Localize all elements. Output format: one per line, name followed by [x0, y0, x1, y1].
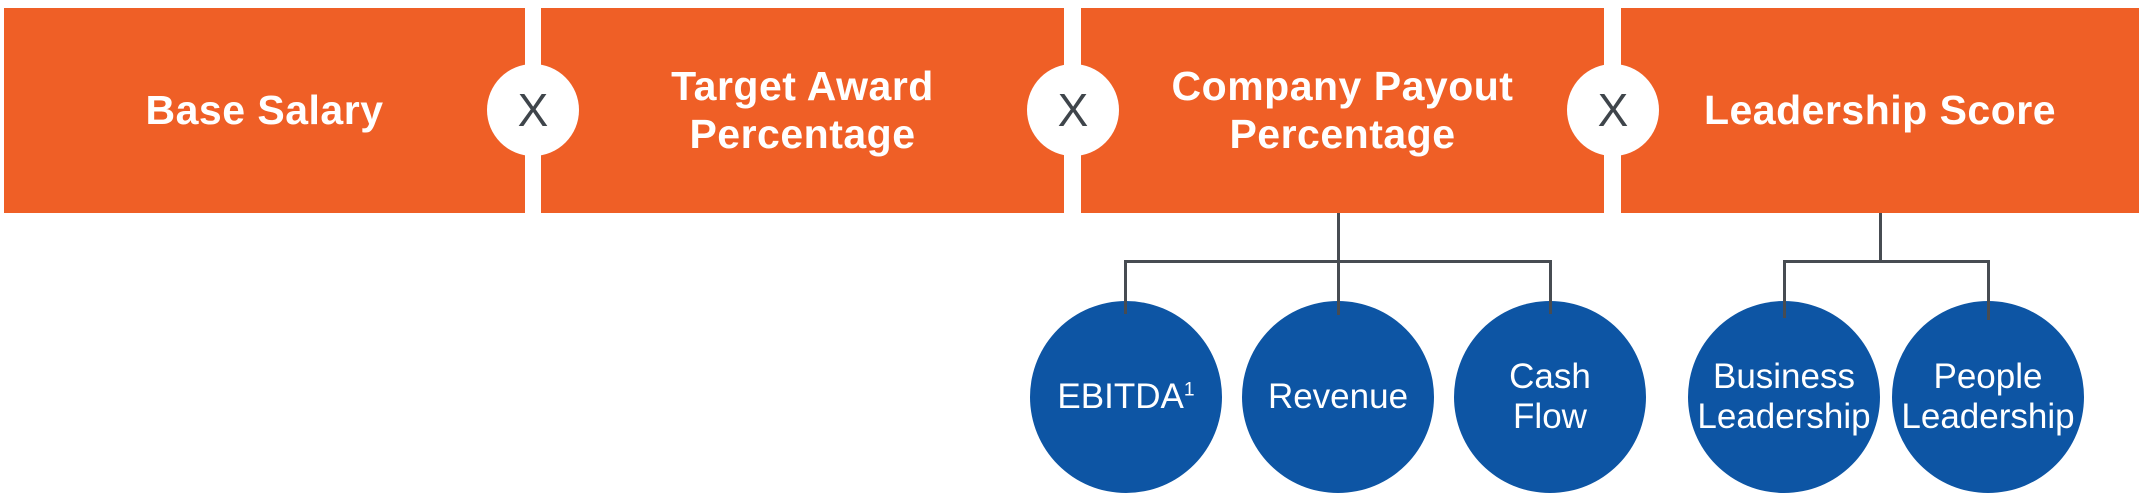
multiply-operator-icon: X: [487, 64, 579, 156]
formula-block-target-award-percentage: Target Award Percentage: [541, 8, 1064, 213]
connector-branch-company-payout: [1124, 260, 1552, 263]
metric-circle-revenue: Revenue: [1242, 301, 1434, 493]
metric-circle-business-leadership: Business Leadership: [1688, 301, 1880, 493]
multiply-operator-icon: X: [1567, 64, 1659, 156]
connector-branch-leadership-score: [1783, 260, 1990, 263]
metric-label-ebitda: EBITDA1: [1057, 376, 1195, 416]
metric-circle-people-leadership: People Leadership: [1892, 301, 2084, 493]
connector-stem-leadership-score: [1879, 213, 1882, 263]
connector-drop-people-leadership: [1987, 260, 1990, 320]
metric-circle-cash-flow: Cash Flow: [1454, 301, 1646, 493]
connector-drop-cash-flow: [1549, 260, 1552, 314]
multiply-operator-icon: X: [1027, 64, 1119, 156]
connector-stem-company-payout: [1337, 213, 1340, 315]
formula-block-base-salary: Base Salary: [4, 8, 525, 213]
ebitda-footnote-superscript: 1: [1183, 379, 1195, 401]
connector-drop-business-leadership: [1783, 260, 1786, 318]
connector-drop-ebitda: [1124, 260, 1127, 314]
metric-circle-ebitda: EBITDA1: [1030, 301, 1222, 493]
formula-block-company-payout-percentage: Company Payout Percentage: [1081, 8, 1604, 213]
formula-block-leadership-score: Leadership Score: [1621, 8, 2139, 213]
